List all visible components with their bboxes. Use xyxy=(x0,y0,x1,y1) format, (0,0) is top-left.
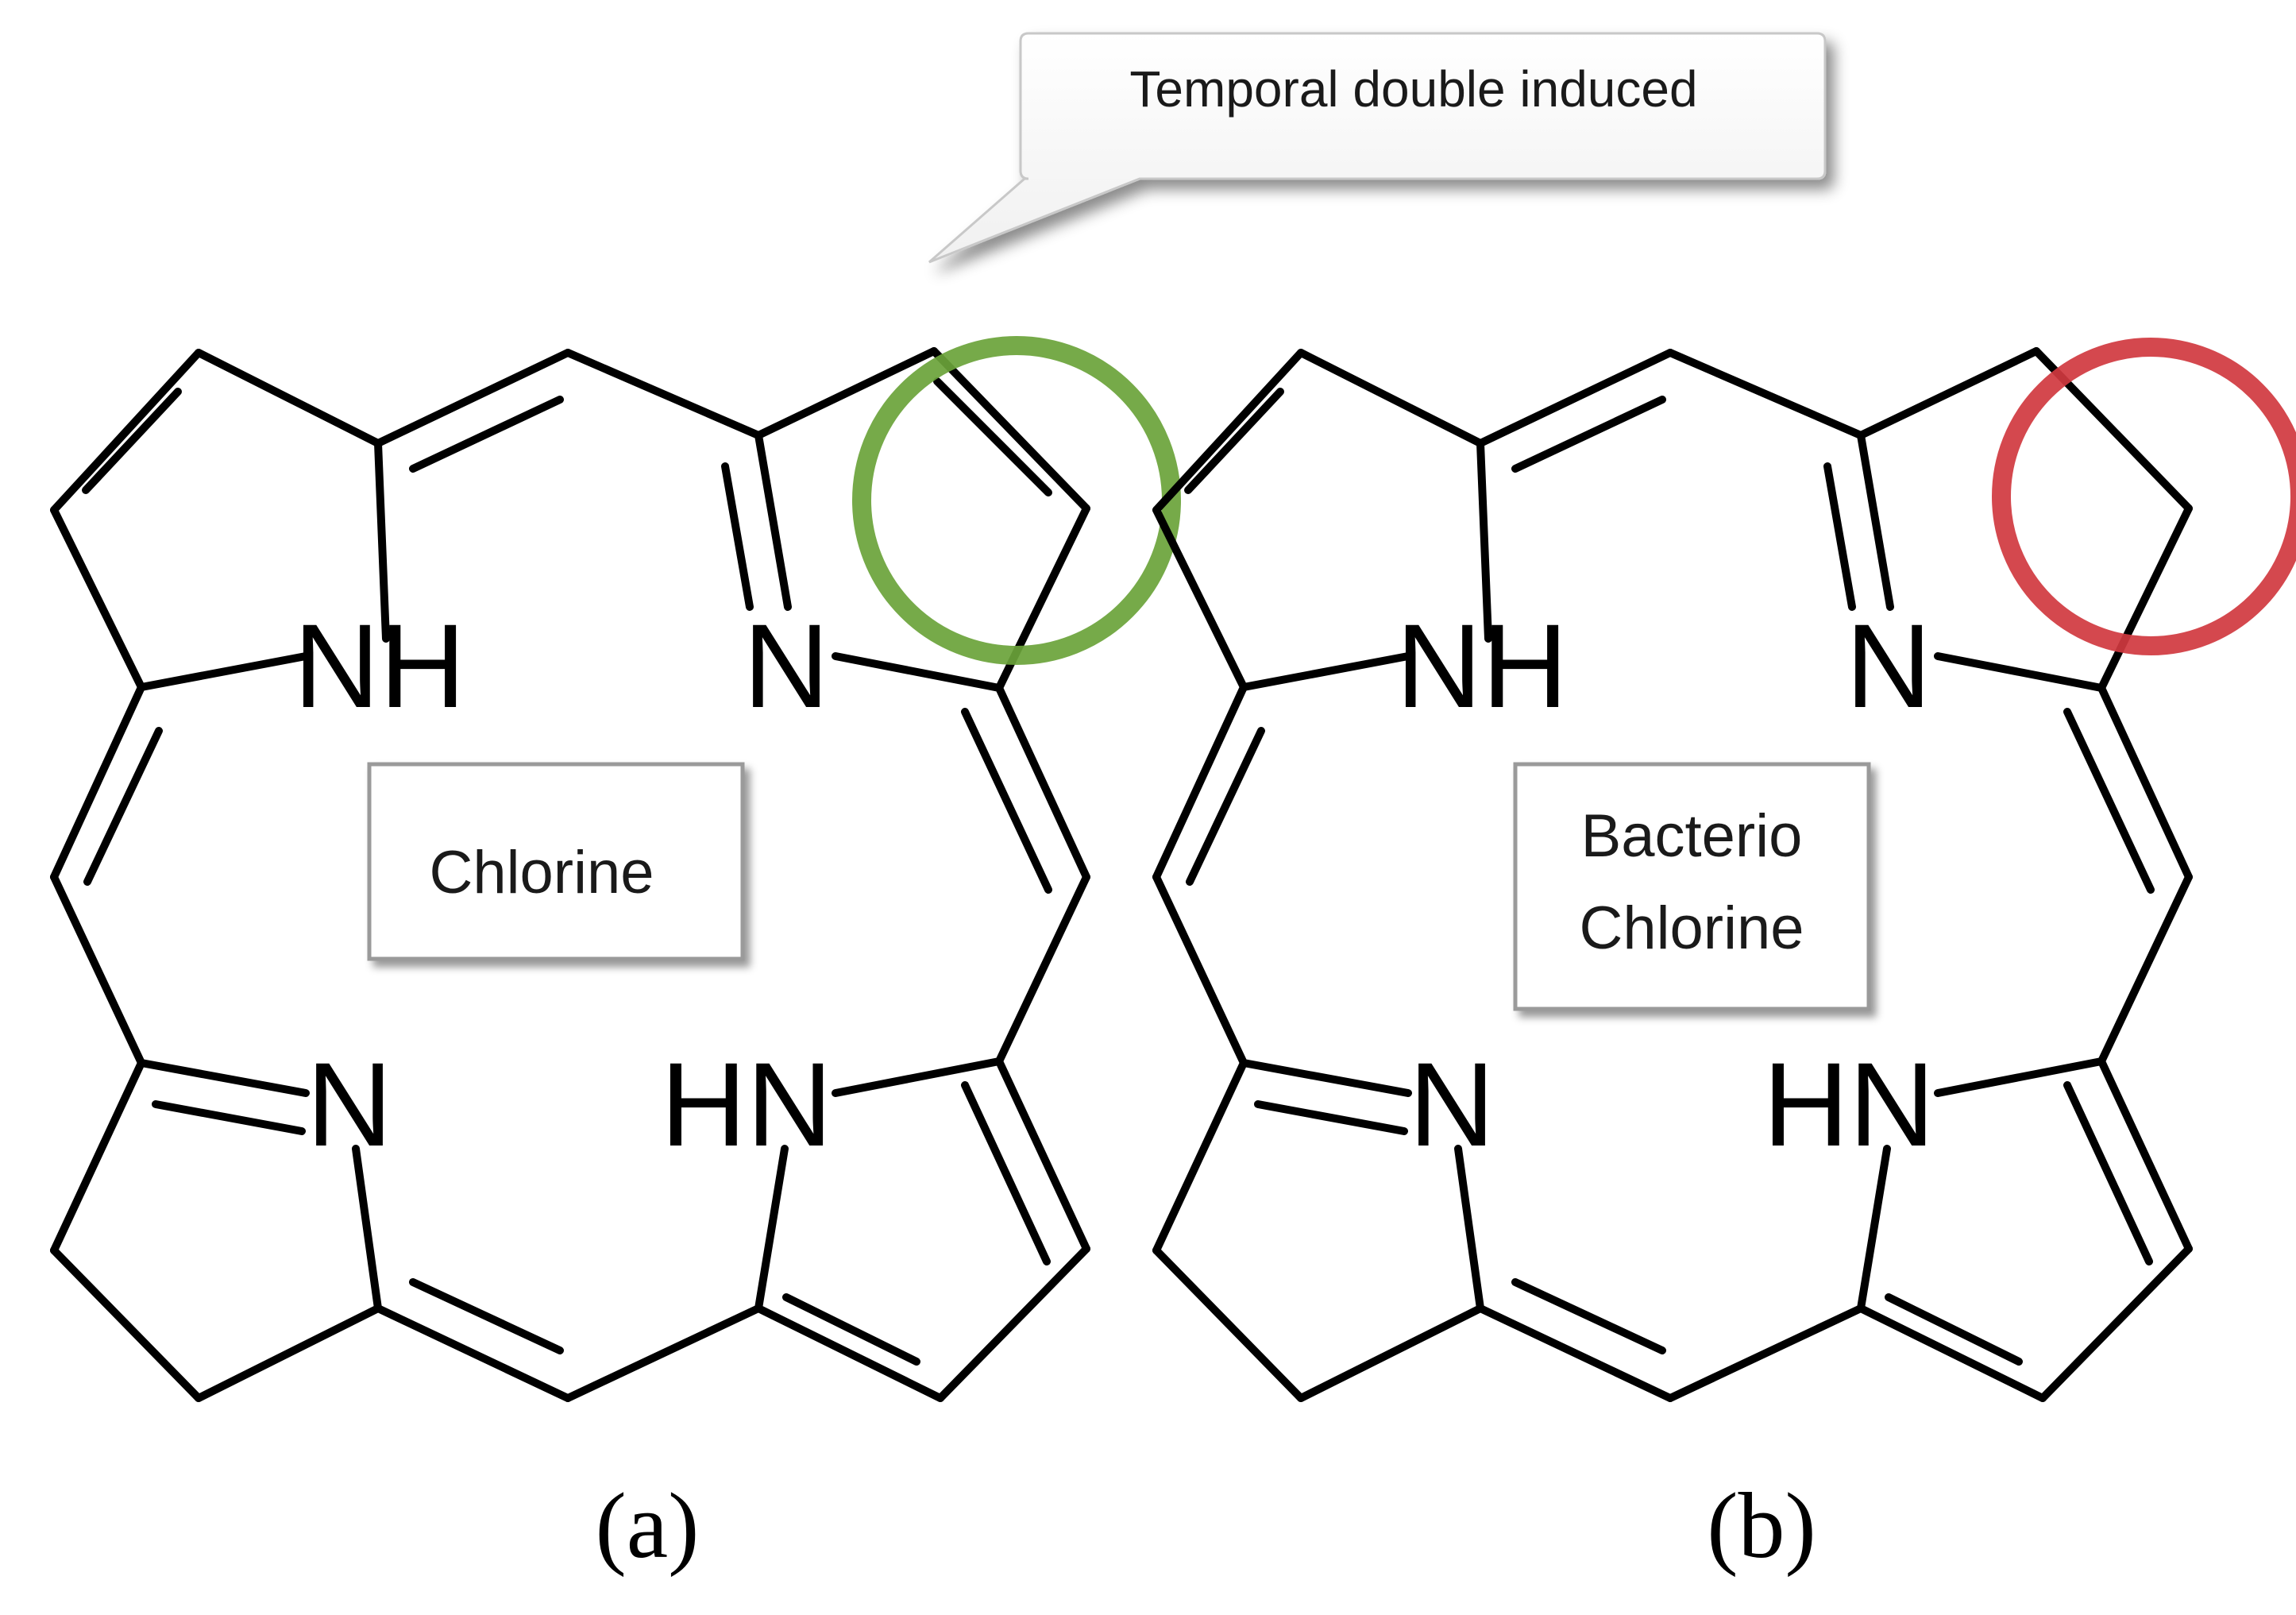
panel-label-b: (b) xyxy=(1707,1474,1816,1578)
atom-n-bottom: N xyxy=(307,1037,392,1171)
atom-hn-bottom: HN xyxy=(1763,1037,1935,1171)
molecule-a-label-box: Chlorine xyxy=(367,762,745,961)
callout-bubble xyxy=(928,32,1827,264)
molecule-a: NH N N HN Chlorine (a) xyxy=(50,336,1181,1578)
molecule-a-bonds xyxy=(50,347,1090,1402)
box-label-line-1: Bacterio xyxy=(1581,802,1803,870)
molecule-b: NH N N HN Bacterio Chlorine (b) xyxy=(1152,338,2296,1578)
atom-nh: NH xyxy=(294,599,466,732)
panel-label-a: (a) xyxy=(596,1474,700,1578)
highlight-circle-red xyxy=(1992,338,2296,655)
molecule-b-label-box: Bacterio Chlorine xyxy=(1513,762,1871,1011)
highlight-circle-green xyxy=(852,336,1181,665)
box-label-line-2: Chlorine xyxy=(1579,894,1804,962)
atom-hn-bottom: HN xyxy=(661,1037,833,1171)
atom-n-bottom: N xyxy=(1409,1037,1495,1171)
molecule-b-bonds xyxy=(1152,347,2193,1402)
callout-text: Temporal double induced xyxy=(1129,60,1697,118)
atom-n-top: N xyxy=(743,599,829,732)
box-label-line-1: Chlorine xyxy=(429,839,654,906)
atom-n-top: N xyxy=(1846,599,1931,732)
atom-nh: NH xyxy=(1396,599,1569,732)
callout: Temporal double induced xyxy=(928,32,1827,264)
